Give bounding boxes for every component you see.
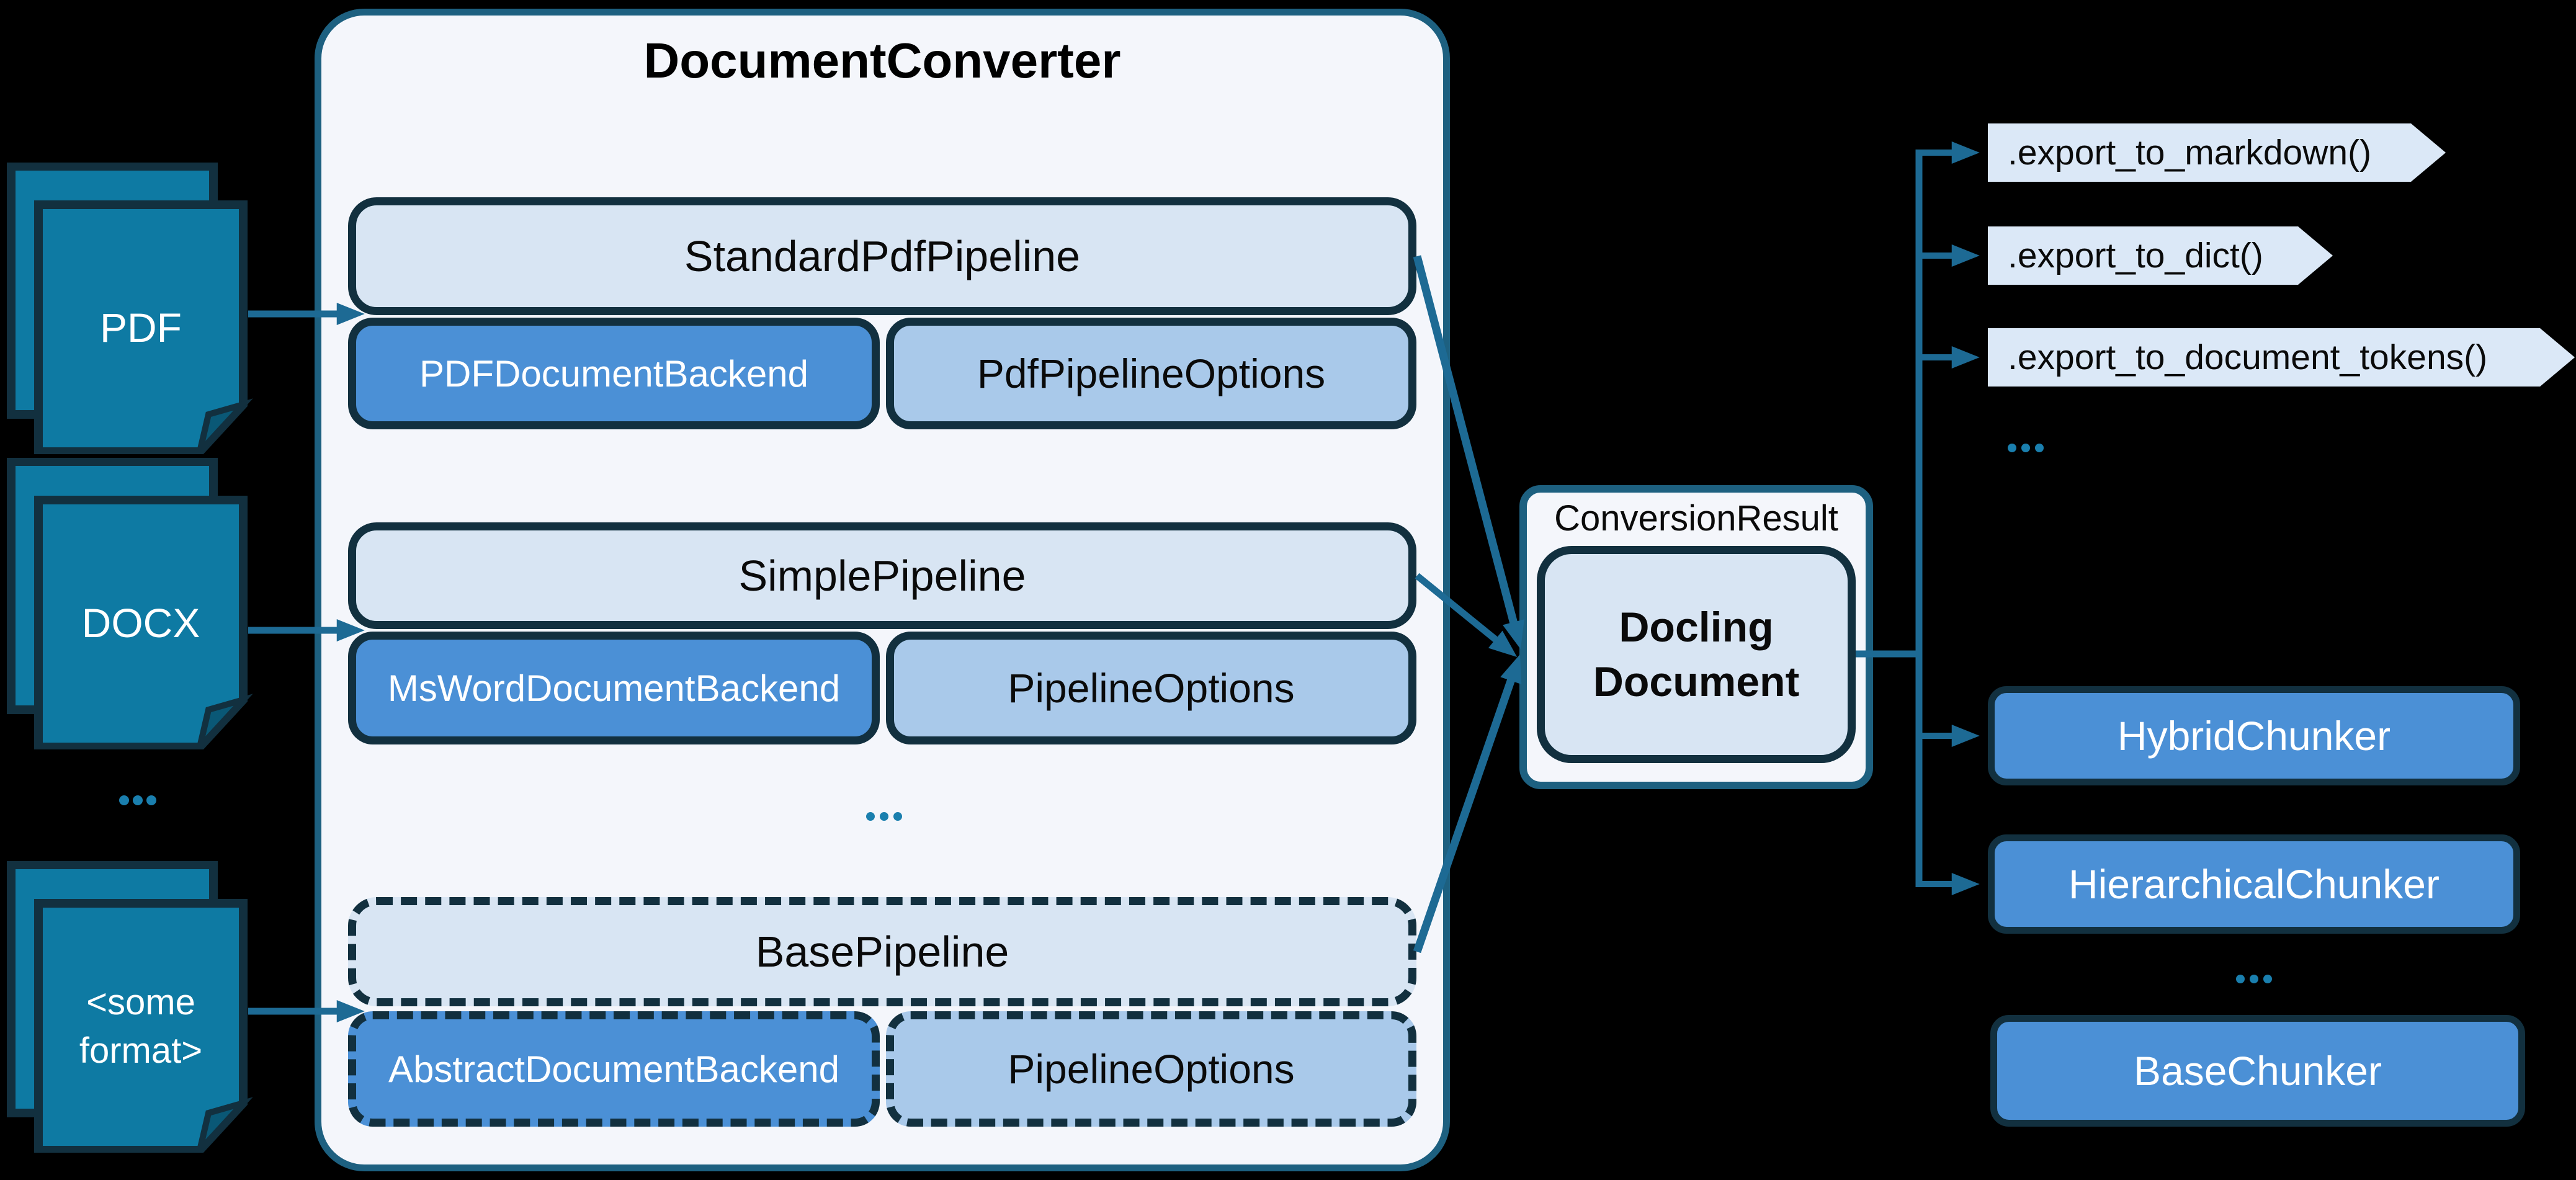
chunker-box-hybrid: HybridChunker [1988,686,2520,785]
document-stack-icon [7,458,253,749]
input-doc-label: DOCX [81,600,200,646]
pipeline-box-base: BasePipeline [348,897,1416,1006]
backend-box-pdf: PDFDocumentBackend [348,318,880,429]
input-doc-docx: DOCX [2,458,263,749]
conversion-result-label: ConversionResult [1554,498,1838,539]
document-stack-icon [7,861,253,1153]
page-fold-icon [195,694,253,749]
chunkers-ellipsis [2236,975,2272,983]
converter-ellipsis [866,812,902,821]
backend-box-msword: MsWordDocumentBackend [348,632,880,744]
page-fold-icon [195,1097,253,1153]
backend-box-abstract: AbstractDocumentBackend [348,1011,880,1127]
pipeline-box-standardpdf: StandardPdfPipeline [348,197,1416,315]
input-doc-label: PDF [100,305,182,351]
exports-ellipsis [2008,444,2044,452]
page-fold-icon [195,398,253,454]
chunker-box-base: BaseChunker [1990,1015,2525,1127]
options-box-pipeline: PipelineOptions [886,632,1416,744]
export-chevron-document-tokens: .export_to_document_tokens() [1988,328,2575,387]
options-box-pdf: PdfPipelineOptions [886,318,1416,429]
export-chevron-dict: .export_to_dict() [1988,226,2333,285]
pipeline-box-simple: SimplePipeline [348,522,1416,629]
docling-document-box: Docling Document [1537,546,1856,763]
inputs-ellipsis [119,795,156,805]
options-box-base: PipelineOptions [886,1011,1416,1127]
chunker-box-hierarchical: HierarchicalChunker [1988,834,2520,934]
input-doc-pdf: PDF [2,163,263,454]
document-stack-icon [7,163,253,454]
document-converter-title: DocumentConverter [643,33,1121,88]
input-doc-label: <some format> [79,981,203,1071]
input-doc-someformat: <some format> [2,861,263,1153]
export-chevron-markdown: .export_to_markdown() [1988,123,2446,182]
